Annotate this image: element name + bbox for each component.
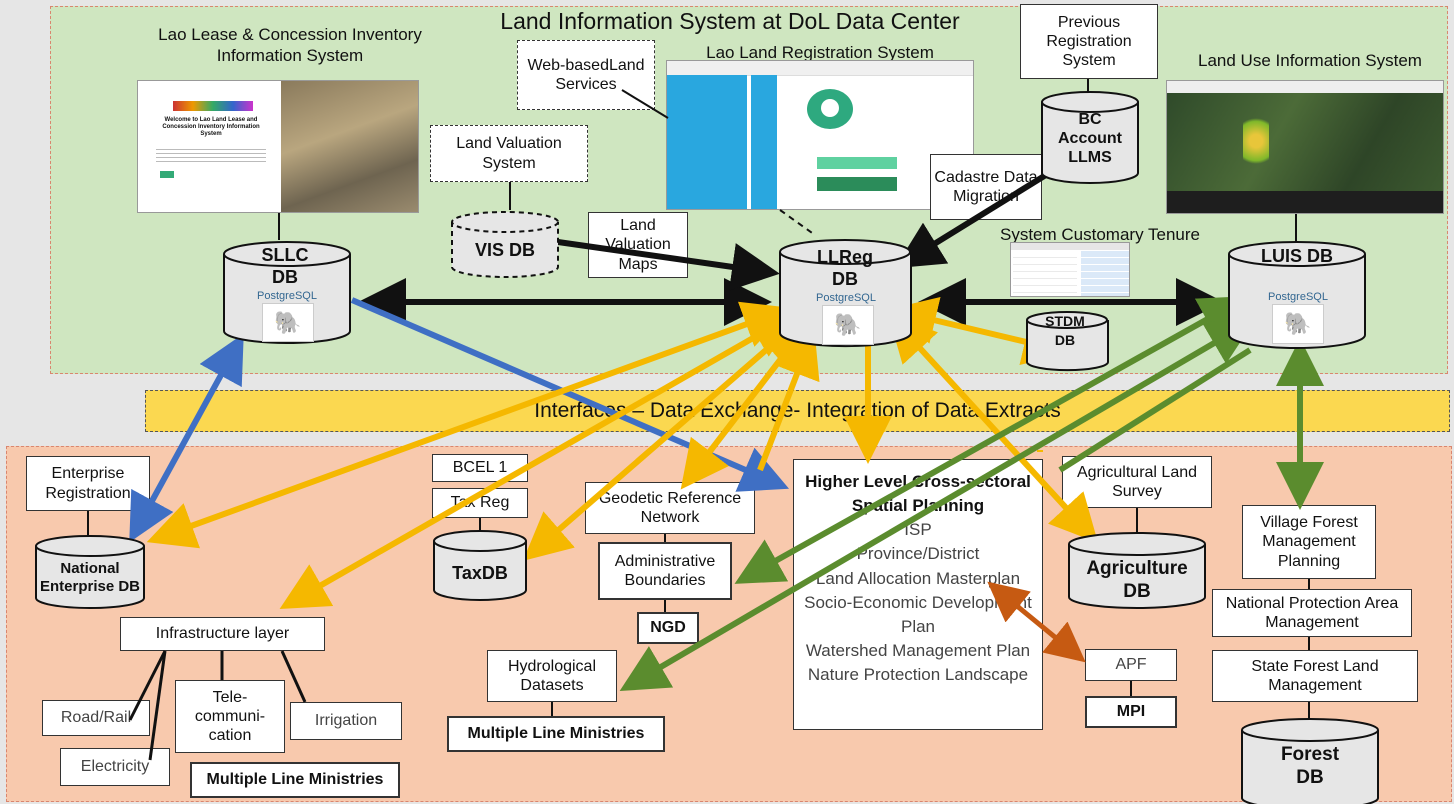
stdm-db-cylinder [1026,311,1109,372]
postgresql-elephant-icon: 🐘 [1272,304,1324,344]
tax-db-label: TaxDB [452,563,508,583]
admin-llreg-arrow [757,328,820,472]
connector [280,650,307,703]
postgresql-label: PostgreSQL [1268,291,1328,303]
apf-planning-arrow [987,581,1086,663]
previous-registration-box: Previous Registration System [1020,4,1158,79]
connector [148,650,167,761]
bc-llreg-arrow [894,167,1056,269]
vis-llreg-arrow [557,239,780,291]
state-forest-box: State Forest Land Management [1212,650,1418,702]
postgresql-elephant-icon: 🐘 [262,303,314,342]
postgresql-label: PostgreSQL [257,290,317,302]
mpi-box: MPI [1085,696,1177,728]
national-enterprise-db-label: National Enterprise DB [39,560,141,595]
village-forest-box: Village Forest Management Planning [1242,505,1376,579]
web-land-services-box: Web-basedLand Services [517,40,655,110]
sllc-db-label: SLLC DB [261,245,309,287]
forest-db-cylinder [1241,718,1379,804]
stdm-screenshot [1010,242,1130,297]
connector [621,89,669,119]
hydrological-datasets-box: Hydrological Datasets [487,650,617,702]
multiple-line-ministries-hydro-box: Multiple Line Ministries [447,716,665,752]
luis-system-title: Land Use Information System [1198,51,1422,70]
tax-db-cylinder [433,530,527,601]
national-enterprise-db-cylinder [35,535,145,609]
bc-account-db-label: BC Account LLMS [1058,111,1122,167]
llreg-db-cylinder [779,239,912,348]
customary-tenure-title: System Customary Tenure [1000,225,1200,244]
diagram-title: Land Information System at DoL Data Cent… [500,8,960,34]
luis-screenshot [1166,80,1444,214]
llreg-system-title: Lao Land Registration System [706,43,934,62]
sllc-welcome-text: Welcome to Lao Land Lease and Concession… [162,117,260,138]
luis-hydro-arrow [619,318,1256,692]
connector [128,650,167,721]
stdm-db-label: STDM DB [1045,313,1085,348]
sllc-db-cylinder [223,241,351,344]
llreg-db-label: LLReg DB [817,247,873,289]
agriculture-db-label: Agriculture DB [1086,558,1188,602]
vis-db-cylinder [451,211,559,278]
connector [779,209,816,236]
forest-db-label: Forest DB [1280,744,1340,788]
telecommunication-box: Tele-communi-cation [175,680,285,753]
infrastructure-layer-box: Infrastructure layer [120,617,325,651]
land-valuation-system-box: Land Valuation System [430,125,588,182]
luis-db-cylinder [1228,241,1366,349]
sllc-system-title: Lao Lease & Concession Inventory Informa… [158,25,422,66]
agriculture-db-cylinder [1068,532,1206,609]
luis-db-label: LUIS DB [1261,246,1333,266]
postgresql-elephant-icon: 🐘 [822,305,874,345]
bc-account-db-cylinder [1041,91,1139,184]
postgresql-label: PostgreSQL [816,292,876,304]
land-valuation-maps-box: Land Valuation Maps [588,212,688,278]
llreg-screenshot [666,60,974,210]
cadastre-migration-box: Cadastre Data Migration [930,154,1042,220]
electricity-box: Electricity [60,748,170,786]
multiple-line-ministries-infra-box: Multiple Line Ministries [190,762,400,798]
enterprise-sllc-arrow [129,333,244,543]
connector [1058,347,1252,473]
irrigation-box: Irrigation [290,702,402,740]
sllc-screenshot: Welcome to Lao Land Lease and Concession… [137,80,419,213]
vis-db-label: VIS DB [474,240,535,260]
enterprise-llreg-arrow [146,301,792,549]
